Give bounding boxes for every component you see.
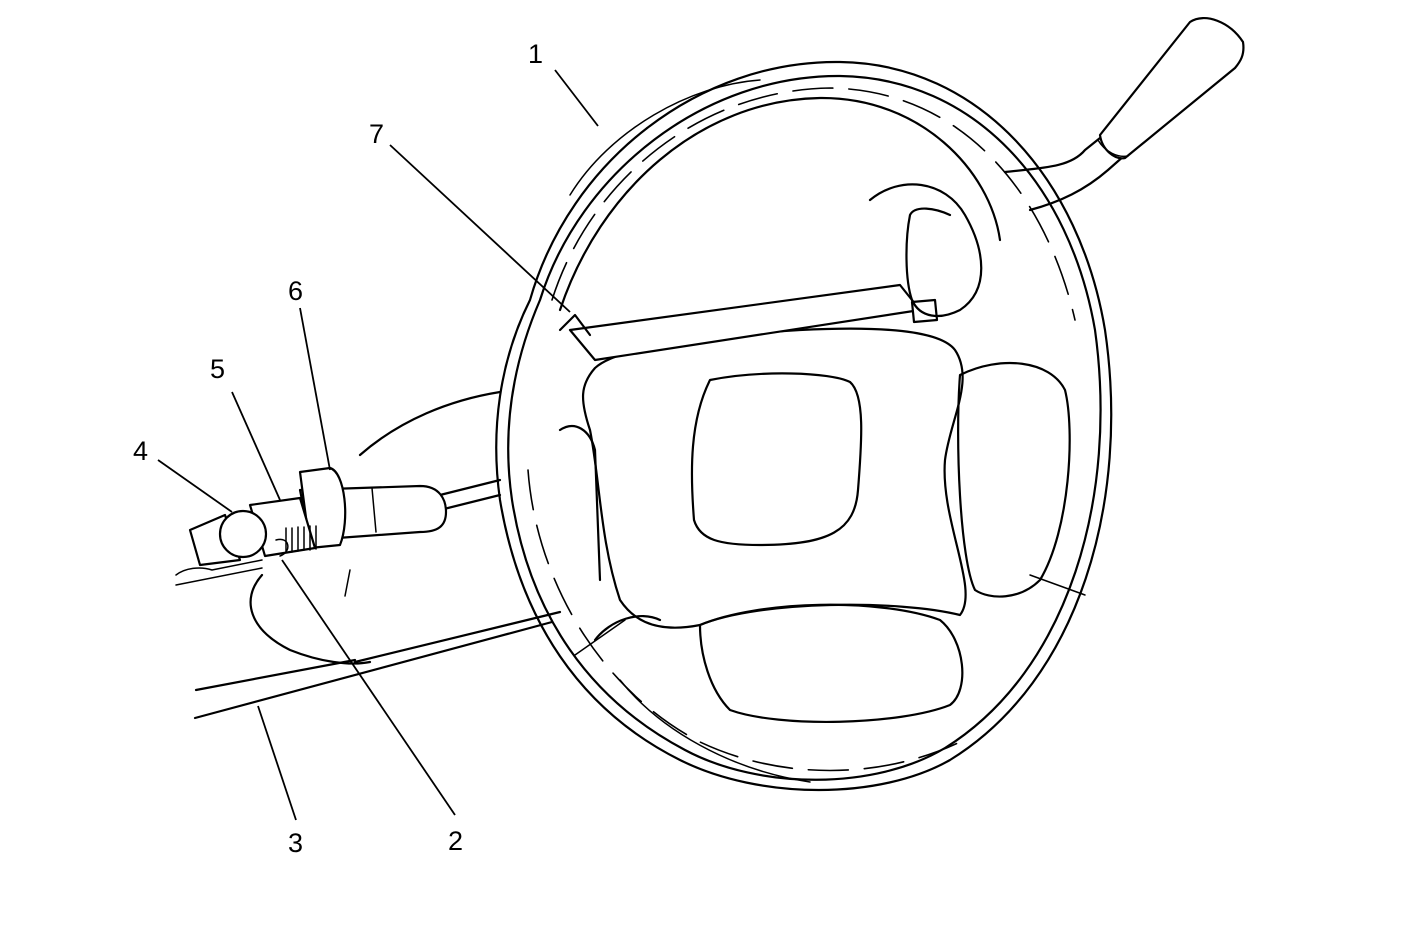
steering-column-shroud — [193, 390, 562, 720]
leader-4 — [157, 459, 233, 513]
leader-2 — [281, 559, 456, 816]
callout-6: 6 — [288, 276, 303, 306]
steering-wheel — [495, 60, 1113, 792]
callout-labels: 1 2 3 4 5 6 7 — [133, 39, 543, 858]
multifunction-switch-lever — [175, 466, 448, 586]
leader-3 — [257, 705, 297, 821]
callout-3: 3 — [288, 828, 303, 858]
switch-detent-marks — [285, 525, 317, 553]
callout-7: 7 — [369, 119, 384, 149]
leader-5 — [231, 391, 281, 501]
callout-4: 4 — [133, 436, 148, 466]
callout-1: 1 — [528, 39, 543, 69]
leader-6 — [299, 307, 331, 471]
leader-lines — [157, 69, 599, 821]
leader-1 — [554, 69, 599, 127]
leader-7 — [389, 144, 571, 313]
callout-2: 2 — [448, 826, 463, 856]
shift-lever — [1003, 17, 1245, 212]
callout-5: 5 — [210, 354, 225, 384]
